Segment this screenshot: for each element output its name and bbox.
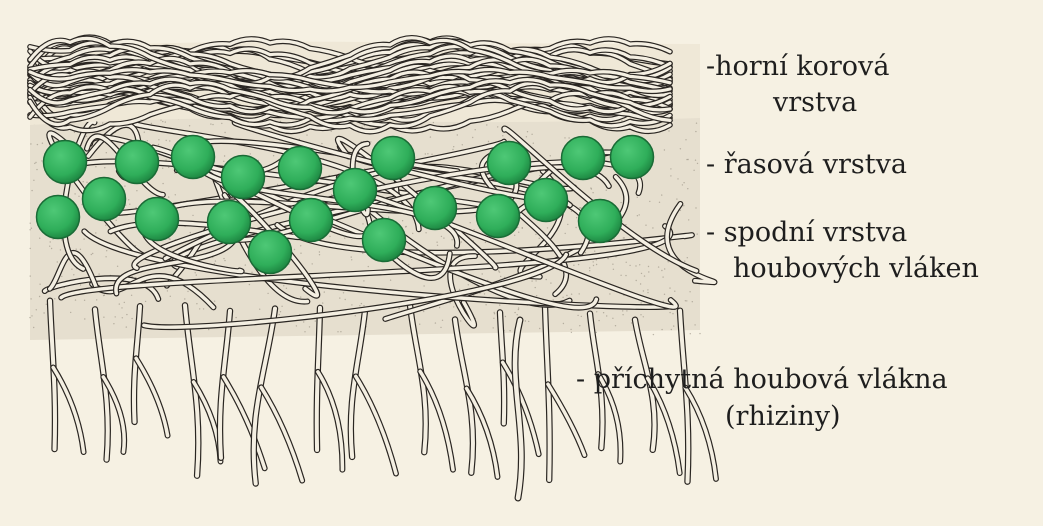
alga-cell	[279, 147, 322, 190]
rhizine-branch	[318, 372, 343, 470]
upper-cortex-layer	[30, 37, 700, 131]
label-medulla-line2: houbových vláken	[733, 252, 979, 286]
rhizine	[545, 306, 550, 480]
alga-cell	[83, 178, 126, 221]
alga-cell	[208, 201, 251, 244]
rhizine-long	[515, 320, 521, 498]
alga-cell	[363, 219, 406, 262]
rhizine-branch	[356, 376, 396, 473]
label-rhizines-line1: - příchytná houbová vlákna	[576, 363, 948, 397]
alga-cell	[562, 137, 605, 180]
alga-cell	[334, 169, 377, 212]
alga-cell	[116, 141, 159, 184]
alga-cell	[579, 200, 622, 243]
alga-cell	[249, 231, 292, 274]
label-medulla-line1: - spodní vrstva	[706, 216, 907, 250]
alga-cell	[37, 196, 80, 239]
alga-cell	[611, 136, 654, 179]
alga-cell	[136, 198, 179, 241]
alga-cell	[488, 142, 531, 185]
label-upper-cortex-line2: vrstva	[773, 86, 857, 120]
label-upper-cortex-line1: -horní korová	[706, 50, 889, 84]
alga-cell	[372, 137, 415, 180]
alga-cell	[525, 179, 568, 222]
alga-cell	[222, 156, 265, 199]
alga-cell	[477, 195, 520, 238]
alga-cell	[44, 141, 87, 184]
alga-cell	[290, 199, 333, 242]
label-rhizines-line2: (rhiziny)	[725, 400, 841, 434]
label-algal-layer: - řasová vrstva	[706, 148, 907, 182]
rhizine-branch	[261, 387, 302, 480]
alga-cell	[414, 187, 457, 230]
alga-cell	[172, 136, 215, 179]
rhizine-branch	[136, 358, 168, 435]
